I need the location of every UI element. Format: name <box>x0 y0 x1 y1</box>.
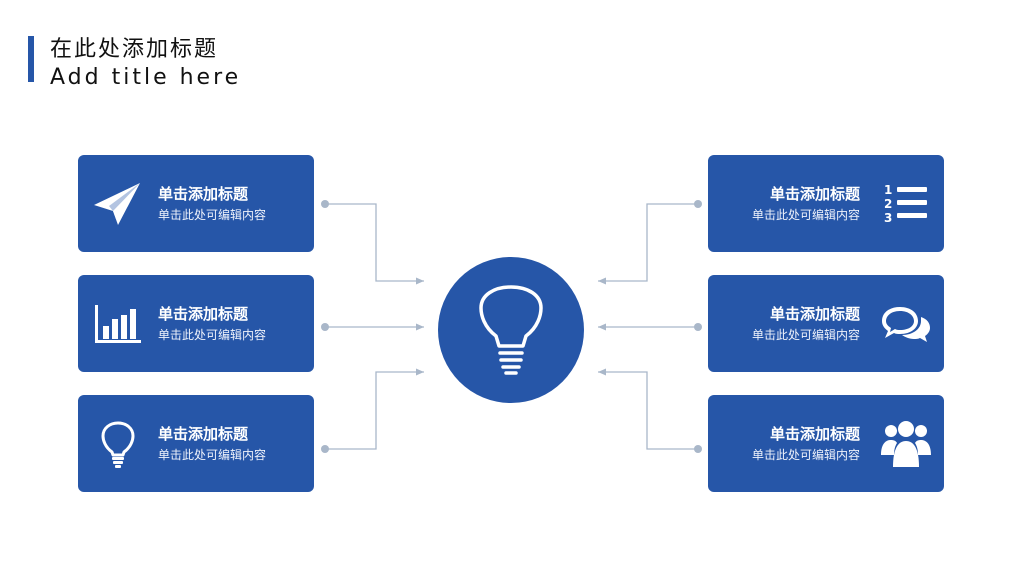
svg-text:2: 2 <box>884 197 892 211</box>
card-description: 单击此处可编辑内容 <box>751 328 860 342</box>
card-description: 单击此处可编辑内容 <box>158 208 267 222</box>
card-heading: 单击添加标题 <box>158 305 249 323</box>
svg-text:3: 3 <box>884 211 892 225</box>
connector-right-bottom <box>598 368 698 450</box>
connector-dot <box>321 445 329 453</box>
card-right-2[interactable]: 单击添加标题 单击此处可编辑内容 <box>708 275 944 372</box>
card-right-1[interactable]: 1 2 3 单击添加标题 单击此处可编辑内容 <box>708 155 944 252</box>
title-accent-bar <box>28 36 34 82</box>
numbered-list-icon: 1 2 3 <box>884 183 927 225</box>
card-description: 单击此处可编辑内容 <box>158 448 267 462</box>
connector-dot <box>694 323 702 331</box>
card-heading: 单击添加标题 <box>769 305 860 323</box>
connector-left-top <box>325 203 424 285</box>
connector-left-bottom <box>325 368 424 450</box>
paper-plane-icon <box>94 183 140 225</box>
card-description: 单击此处可编辑内容 <box>158 328 267 342</box>
card-heading: 单击添加标题 <box>158 185 249 203</box>
connector-dot <box>321 200 329 208</box>
connector-dot <box>694 445 702 453</box>
lightbulb-icon <box>479 285 543 375</box>
central-hub <box>438 257 584 403</box>
people-group-icon <box>881 421 931 467</box>
page-title: 在此处添加标题 <box>50 37 219 62</box>
card-heading: 单击添加标题 <box>769 185 860 203</box>
card-left-3[interactable]: 单击添加标题 单击此处可编辑内容 <box>78 395 314 492</box>
bar-chart-icon <box>95 305 141 343</box>
connector-dot <box>321 323 329 331</box>
lightbulb-icon <box>101 421 135 468</box>
card-left-2[interactable]: 单击添加标题 单击此处可编辑内容 <box>78 275 314 372</box>
svg-text:1: 1 <box>884 183 892 197</box>
card-heading: 单击添加标题 <box>769 425 860 443</box>
connector-dot <box>694 200 702 208</box>
card-description: 单击此处可编辑内容 <box>751 208 860 222</box>
card-right-3[interactable]: 单击添加标题 单击此处可编辑内容 <box>708 395 944 492</box>
chat-bubbles-icon <box>882 307 930 342</box>
card-description: 单击此处可编辑内容 <box>751 448 860 462</box>
page-subtitle: Add title here <box>50 65 242 90</box>
card-heading: 单击添加标题 <box>158 425 249 443</box>
connector-right-top <box>598 203 698 285</box>
card-left-1[interactable]: 单击添加标题 单击此处可编辑内容 <box>78 155 314 252</box>
